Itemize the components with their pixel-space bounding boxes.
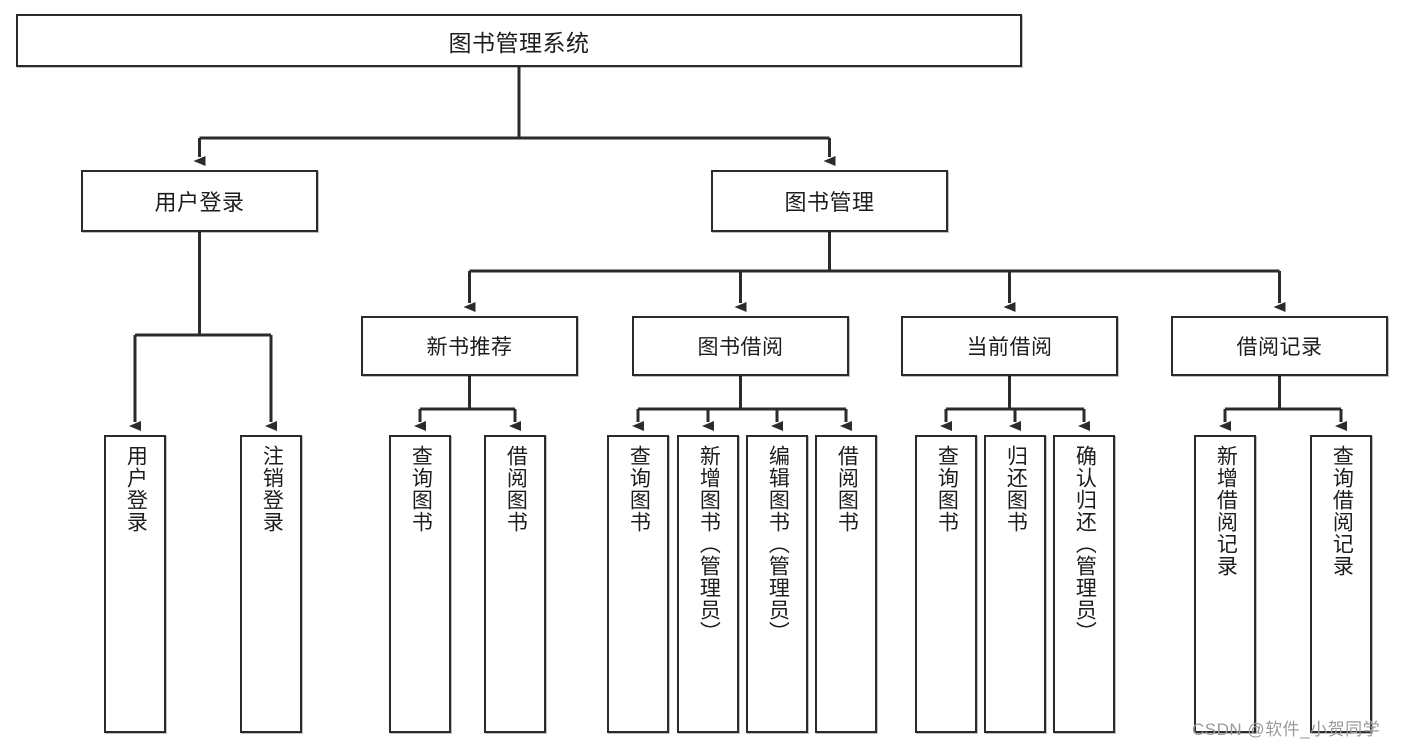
leaf-edit-book[interactable]: 编辑图书（管理员） (746, 435, 808, 733)
leaf-query-book-3-label: 查询图书 (935, 445, 959, 533)
csdn-watermark: CSDN @软件_小贺同学 (1192, 720, 1381, 739)
leaf-return-book[interactable]: 归还图书 (984, 435, 1046, 733)
node-book-borrow[interactable]: 图书借阅 (632, 316, 849, 376)
leaf-query-book-1[interactable]: 查询图书 (389, 435, 451, 733)
leaf-add-record-label: 新增借阅记录 (1214, 445, 1238, 577)
leaf-add-book[interactable]: 新增图书（管理员） (677, 435, 739, 733)
node-borrow-record-label: 借阅记录 (1236, 336, 1323, 359)
leaf-user-logout[interactable]: 注销登录 (240, 435, 302, 733)
node-new-book-recommend[interactable]: 新书推荐 (361, 316, 578, 376)
leaf-confirm-return-label: 确认归还（管理员） (1073, 445, 1097, 643)
leaf-confirm-return[interactable]: 确认归还（管理员） (1053, 435, 1115, 733)
leaf-user-logout-label: 注销登录 (260, 445, 284, 533)
node-current-borrow[interactable]: 当前借阅 (901, 316, 1118, 376)
node-root-label: 图书管理系统 (448, 29, 590, 56)
leaf-query-record-label: 查询借阅记录 (1330, 445, 1354, 577)
node-new-book-recommend-label: 新书推荐 (426, 336, 513, 359)
node-current-borrow-label: 当前借阅 (966, 336, 1053, 359)
node-book-manage-label: 图书管理 (784, 190, 875, 215)
leaf-query-book-2[interactable]: 查询图书 (607, 435, 669, 733)
leaf-user-login-label: 用户登录 (124, 445, 148, 533)
leaf-add-record[interactable]: 新增借阅记录 (1194, 435, 1256, 733)
leaf-query-book-2-label: 查询图书 (627, 445, 651, 533)
node-book-manage[interactable]: 图书管理 (711, 170, 948, 232)
leaf-query-book-3[interactable]: 查询图书 (915, 435, 977, 733)
node-root[interactable]: 图书管理系统 (16, 14, 1022, 67)
leaf-borrow-book-2[interactable]: 借阅图书 (815, 435, 877, 733)
leaf-borrow-book-1-label: 借阅图书 (504, 445, 528, 533)
node-book-borrow-label: 图书借阅 (697, 336, 784, 359)
leaf-return-book-label: 归还图书 (1004, 445, 1028, 533)
node-user-login[interactable]: 用户登录 (81, 170, 318, 232)
leaf-query-book-1-label: 查询图书 (409, 445, 433, 533)
leaf-query-record[interactable]: 查询借阅记录 (1310, 435, 1372, 733)
leaf-borrow-book-2-label: 借阅图书 (835, 445, 859, 533)
leaf-edit-book-label: 编辑图书（管理员） (766, 445, 790, 643)
leaf-borrow-book-1[interactable]: 借阅图书 (484, 435, 546, 733)
node-borrow-record[interactable]: 借阅记录 (1171, 316, 1388, 376)
leaf-user-login[interactable]: 用户登录 (104, 435, 166, 733)
node-user-login-label: 用户登录 (154, 190, 245, 215)
leaf-add-book-label: 新增图书（管理员） (697, 445, 721, 643)
